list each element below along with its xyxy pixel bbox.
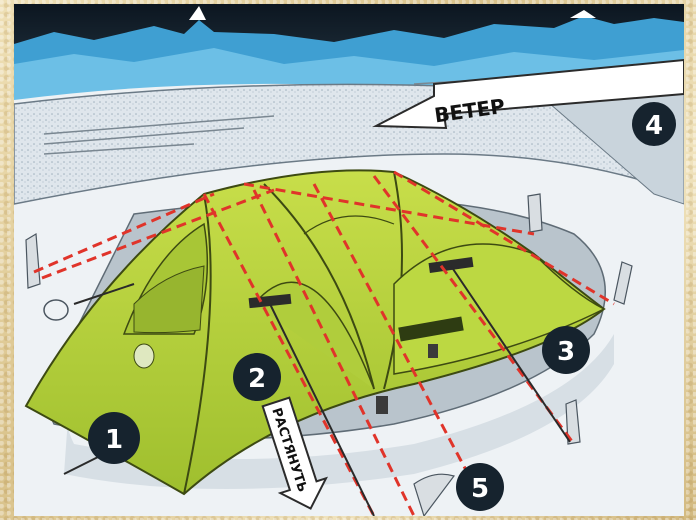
- callout-3-label: 3: [557, 337, 575, 367]
- callout-2: 2: [233, 353, 281, 401]
- callout-1-label: 1: [105, 425, 123, 455]
- callout-5: 5: [456, 463, 504, 511]
- callout-2-label: 2: [248, 364, 266, 394]
- callout-4-label: 4: [645, 111, 663, 141]
- callout-5-label: 5: [471, 474, 489, 504]
- callout-4: 4: [632, 102, 676, 146]
- callout-3: 3: [542, 326, 590, 374]
- callout-1: 1: [88, 412, 140, 464]
- tent-diagram: ВЕТЕР РАСТЯНУТЬ 1 2 3 4: [14, 4, 684, 516]
- tent-illustration: ВЕТЕР РАСТЯНУТЬ 1 2 3 4: [14, 4, 684, 516]
